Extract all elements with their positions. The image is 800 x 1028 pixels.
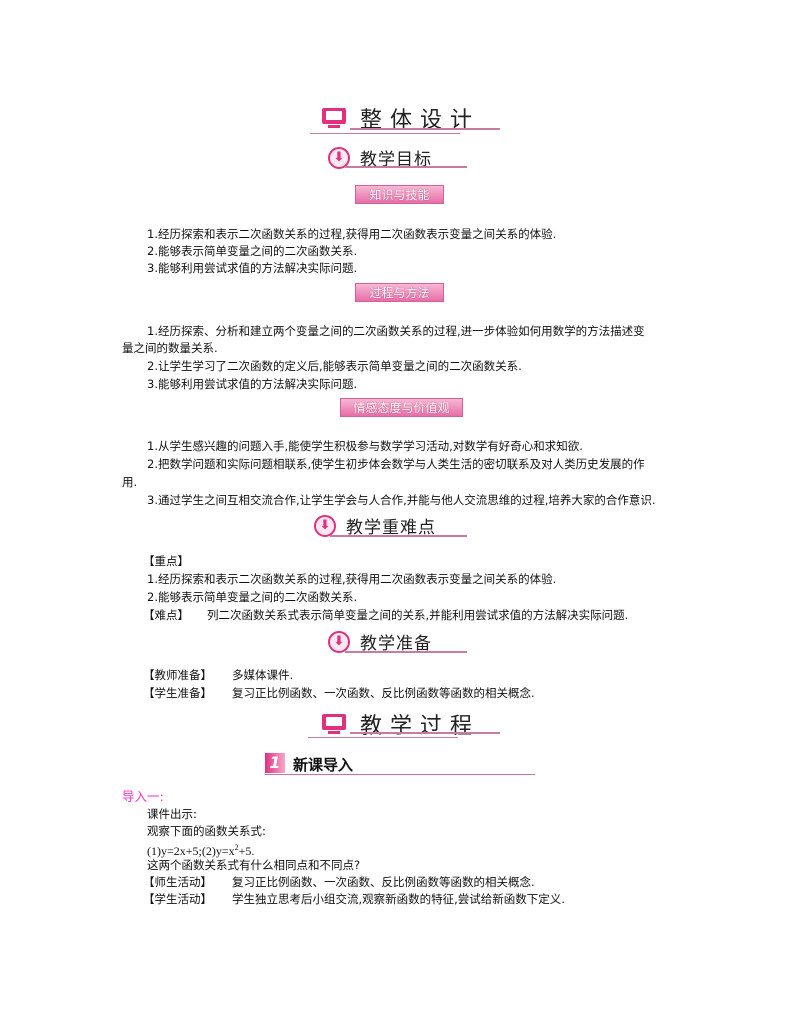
divider	[345, 166, 467, 168]
knowledge-badge: 知识与技能	[355, 185, 444, 204]
text-line: 观察下面的函数关系式:	[147, 824, 266, 838]
heading-text: 教学过程	[360, 714, 481, 739]
divider	[330, 535, 467, 537]
text-line: 2.把数学问题和实际问题相联系,使学生初步体会数学与人类生活的密切联系及对人类历…	[147, 457, 645, 471]
key-points-heading: ⬇ 教学重难点	[314, 513, 436, 538]
student-activity-label: 【学生活动】	[143, 892, 212, 906]
emotion-badge: 情感态度与价值观	[340, 398, 463, 417]
text-line: 1.经历探索和表示二次函数关系的过程,获得用二次函数表示变量之间关系的体验.	[147, 572, 557, 586]
difficulty-label: 【难点】	[143, 608, 189, 622]
intro-label: 导入一:	[122, 789, 164, 804]
focus-label: 【重点】	[143, 554, 189, 568]
heading-text: 教学重难点	[346, 518, 436, 538]
heading-text: 教学目标	[360, 150, 432, 170]
text-line: 复习正比例函数、一次函数、反比例函数等函数的相关概念.	[232, 686, 535, 700]
text-line: 多媒体课件.	[232, 668, 294, 682]
heading-text: 教学准备	[360, 634, 432, 654]
divider	[350, 732, 500, 734]
download-circle-icon: ⬇	[328, 630, 350, 653]
process-heading: 教学过程	[322, 708, 480, 740]
text-line: 3.能够利用尝试求值的方法解决实际问题.	[147, 377, 358, 391]
text-line: 学生独立思考后小组交流,观察新函数的特征,尝试给新函数下定义.	[232, 892, 565, 906]
exponent: 2	[234, 843, 239, 852]
divider	[265, 774, 535, 775]
teacher-student-label: 【师生活动】	[143, 875, 212, 889]
section-1-heading: 1 新课导入	[265, 753, 535, 775]
text-line: 这两个函数关系式有什么相同点和不同点?	[147, 858, 361, 872]
text-line: 1.经历探索、分析和建立两个变量之间的二次函数关系的过程,进一步体验如何用数学的…	[147, 324, 645, 338]
text-line: 1.经历探索和表示二次函数关系的过程,获得用二次函数表示变量之间关系的体验.	[147, 227, 557, 241]
section-number-badge: 1	[265, 753, 285, 773]
divider	[308, 737, 458, 738]
process-badge: 过程与方法	[355, 283, 444, 302]
formula-1: (1)y=2x+5;	[147, 844, 202, 858]
formula-2: (2)y=x	[201, 844, 235, 858]
objectives-heading: ⬇ 教学目标	[328, 145, 432, 170]
download-circle-icon: ⬇	[328, 146, 350, 169]
monitor-icon	[322, 108, 346, 128]
text-line: 用.	[122, 475, 138, 489]
divider	[350, 128, 500, 130]
section-title: 新课导入	[293, 756, 354, 774]
text-line: 2.能够表示简单变量之间的二次函数关系.	[147, 590, 358, 604]
student-label: 【学生准备】	[143, 686, 212, 700]
divider	[310, 133, 460, 134]
text-line: 3.通过学生之间互相交流合作,让学生学会与人合作,并能与他人交流思维的过程,培养…	[147, 493, 656, 507]
text-line: 2.让学生学习了二次函数的定义后,能够表示简单变量之间的二次函数关系.	[147, 359, 522, 373]
preparation-heading: ⬇ 教学准备	[328, 629, 432, 654]
monitor-icon	[322, 714, 346, 734]
text-line: 2.能够表示简单变量之间的二次函数关系.	[147, 244, 358, 258]
divider	[345, 651, 467, 653]
text-line: 课件出示:	[147, 807, 197, 821]
text-line: 列二次函数关系式表示简单变量之间的关系,并能利用尝试求值的方法解决实际问题.	[207, 608, 629, 622]
text-line: 1.从学生感兴趣的问题入手,能使学生积极参与数学学习活动,对数学有好奇心和求知欲…	[147, 439, 583, 453]
teacher-label: 【教师准备】	[143, 668, 212, 682]
formula-2-tail: +5.	[238, 844, 255, 858]
download-circle-icon: ⬇	[314, 514, 336, 537]
text-line: 3.能够利用尝试求值的方法解决实际问题.	[147, 261, 358, 275]
formula: (1)y=2x+5;(2)y=x2+5.	[147, 841, 254, 858]
text-line: 量之间的数量关系.	[122, 341, 218, 355]
text-line: 复习正比例函数、一次函数、反比例函数等函数的相关概念.	[232, 875, 535, 889]
